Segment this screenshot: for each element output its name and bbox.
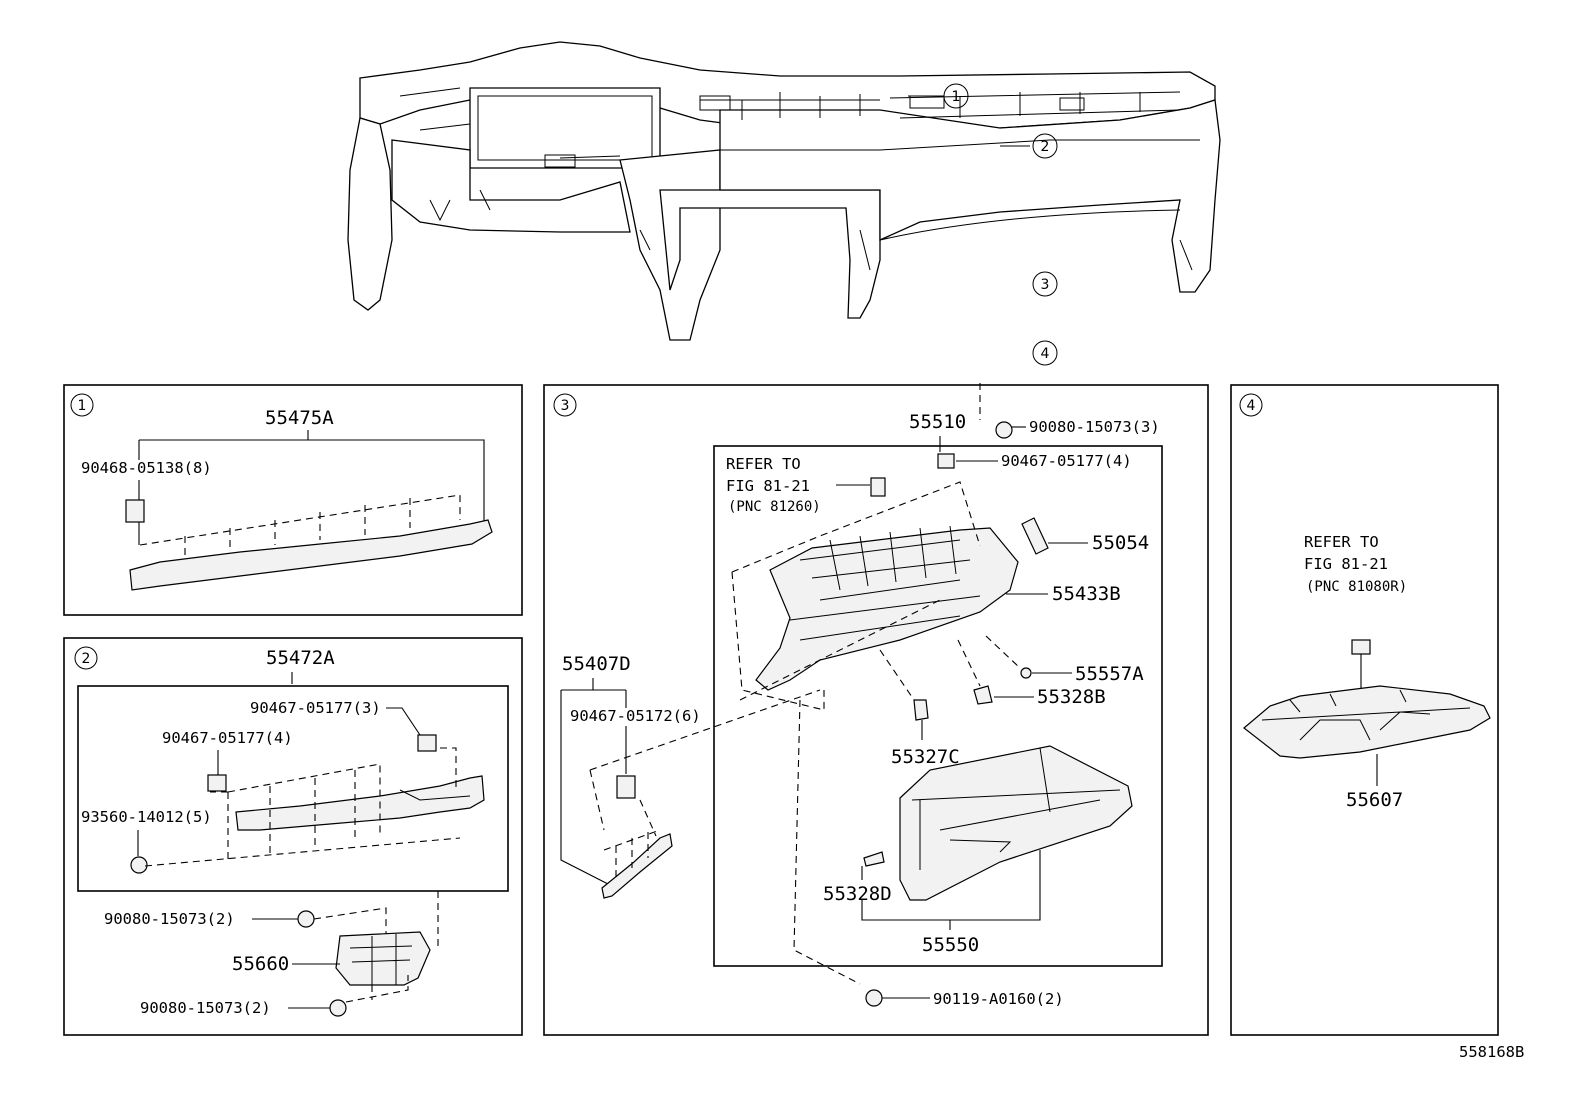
- garnish-55472A: [235, 775, 485, 831]
- panel-1-number: 1: [78, 398, 87, 414]
- label-55607: 55607: [1346, 789, 1403, 811]
- panel-4: 4 REFER TO FIG 81-21 (PNC 81080R) 55607: [1230, 384, 1499, 1036]
- panel-4-number: 4: [1247, 398, 1256, 414]
- label-55550: 55550: [922, 934, 979, 956]
- pad-55328B: [973, 685, 993, 705]
- refer4-line-3: (PNC 81080R): [1306, 579, 1407, 595]
- clip-93560: [130, 856, 148, 874]
- label-90467-05177-3: 90467-05177(3): [250, 699, 381, 717]
- callout-3-group: 3: [1032, 271, 1058, 297]
- label-55327C: 55327C: [891, 746, 960, 768]
- refer-line-1: REFER TO: [726, 455, 801, 473]
- clip-90467-3: [417, 734, 437, 752]
- bracket-55660: [335, 931, 431, 986]
- bolt-90080-3: [995, 421, 1013, 439]
- panel-3-number: 3: [561, 398, 570, 414]
- rail-55407D: [601, 833, 673, 899]
- label-90080-15073-b: 90080-15073(2): [140, 999, 271, 1017]
- clip-90468: [125, 499, 145, 523]
- label-90467-05177-4: 90467-05177(4): [162, 729, 293, 747]
- panel-3: 3 55510 90080-15073(3) 90467-05177(4) RE…: [543, 383, 1209, 1036]
- label-55433B: 55433B: [1052, 583, 1121, 605]
- pin-55557A: [1020, 667, 1032, 679]
- refer-line-2: FIG 81-21: [726, 477, 810, 495]
- clip-90467-4: [207, 774, 227, 792]
- label-55472A: 55472A: [266, 647, 335, 669]
- panel-2-number: 2: [82, 651, 91, 667]
- callout-3: 3: [1041, 277, 1050, 293]
- label-90467-05177-4-p3: 90467-05177(4): [1001, 452, 1132, 470]
- label-55407D: 55407D: [562, 653, 631, 675]
- label-90080-15073-a: 90080-15073(2): [104, 910, 235, 928]
- instrument-panel-drawing: [347, 41, 1221, 341]
- refer-line-3: (PNC 81260): [728, 499, 821, 515]
- bolt-90119: [865, 989, 883, 1007]
- callout-4-group: 4: [1032, 340, 1058, 366]
- part-ref-81260: [870, 477, 886, 497]
- part-ref-81080R: [1351, 639, 1371, 655]
- callout-leader-1: 1: [908, 83, 969, 109]
- refer4-line-1: REFER TO: [1304, 533, 1379, 551]
- label-55054: 55054: [1092, 532, 1149, 554]
- molding-55475A: [129, 519, 493, 591]
- cover-55607: [1243, 685, 1491, 759]
- callout-1: 1: [952, 89, 961, 105]
- refer4-line-2: FIG 81-21: [1304, 555, 1388, 573]
- clip-90467-4-p3: [937, 453, 955, 469]
- damper-55054: [1021, 517, 1049, 555]
- bolt-90080-b: [329, 999, 347, 1017]
- callout-leader-2: 2: [1000, 133, 1058, 159]
- label-55557A: 55557A: [1075, 663, 1144, 685]
- label-55510: 55510: [909, 411, 966, 433]
- label-55328D: 55328D: [823, 883, 892, 905]
- callout-2: 2: [1041, 139, 1050, 155]
- clip-90467-05172: [616, 775, 636, 799]
- panel-2: 2 55472A 90467-05177(3) 90467-05177(4) 9…: [63, 637, 523, 1036]
- pad-55328D: [863, 851, 885, 867]
- panel-1: 1 55475A 90468-05138(8): [63, 384, 523, 616]
- label-90119-A0160: 90119-A0160(2): [933, 990, 1064, 1008]
- callout-4: 4: [1041, 346, 1050, 362]
- label-55660: 55660: [232, 953, 289, 975]
- label-90080-15073-3: 90080-15073(3): [1029, 418, 1160, 436]
- figure-id: 558168B: [1459, 1043, 1524, 1061]
- label-55475A: 55475A: [265, 407, 334, 429]
- label-90467-05172-6: 90467-05172(6): [570, 707, 701, 725]
- label-93560-14012: 93560-14012(5): [81, 808, 212, 826]
- label-55328B: 55328B: [1037, 686, 1106, 708]
- glove-box-55550: [899, 745, 1133, 901]
- door-frame-55433B: [755, 527, 1019, 691]
- bolt-90080-a: [297, 910, 315, 928]
- stopper-55327C: [913, 699, 929, 721]
- label-90468-05138: 90468-05138(8): [81, 459, 212, 477]
